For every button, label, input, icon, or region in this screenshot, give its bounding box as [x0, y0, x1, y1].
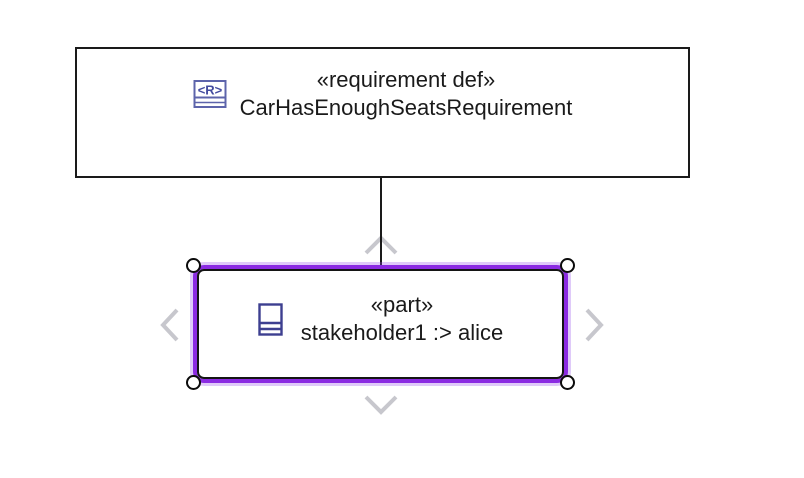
resize-handle-top-right[interactable] [560, 258, 575, 273]
node-part-selection-border: «part» stakeholder1 :> alice [193, 265, 568, 383]
part-icon [258, 302, 283, 336]
requirement-name: CarHasEnoughSeatsRequirement [239, 95, 573, 120]
requirement-node-header: <R> «requirement def» CarHasEnoughSeatsR… [193, 66, 573, 122]
requirement-icon: <R> [193, 80, 227, 108]
arrow-right-icon[interactable] [583, 306, 605, 344]
node-part[interactable]: «part» stakeholder1 :> alice [197, 269, 564, 379]
edge-requirement-to-part[interactable] [380, 176, 382, 269]
resize-handle-bottom-left[interactable] [186, 375, 201, 390]
arrow-down-icon[interactable] [362, 394, 400, 416]
requirement-stereotype: «requirement def» [316, 67, 496, 92]
part-stereotype: «part» [370, 292, 434, 317]
resize-handle-top-left[interactable] [186, 258, 201, 273]
part-node-header: «part» stakeholder1 :> alice [258, 291, 503, 347]
requirement-icon-glyph: <R> [197, 83, 222, 98]
part-name: stakeholder1 :> alice [300, 320, 504, 345]
arrow-left-icon[interactable] [159, 306, 181, 344]
resize-handle-bottom-right[interactable] [560, 375, 575, 390]
node-requirement-def[interactable]: <R> «requirement def» CarHasEnoughSeatsR… [75, 47, 690, 178]
